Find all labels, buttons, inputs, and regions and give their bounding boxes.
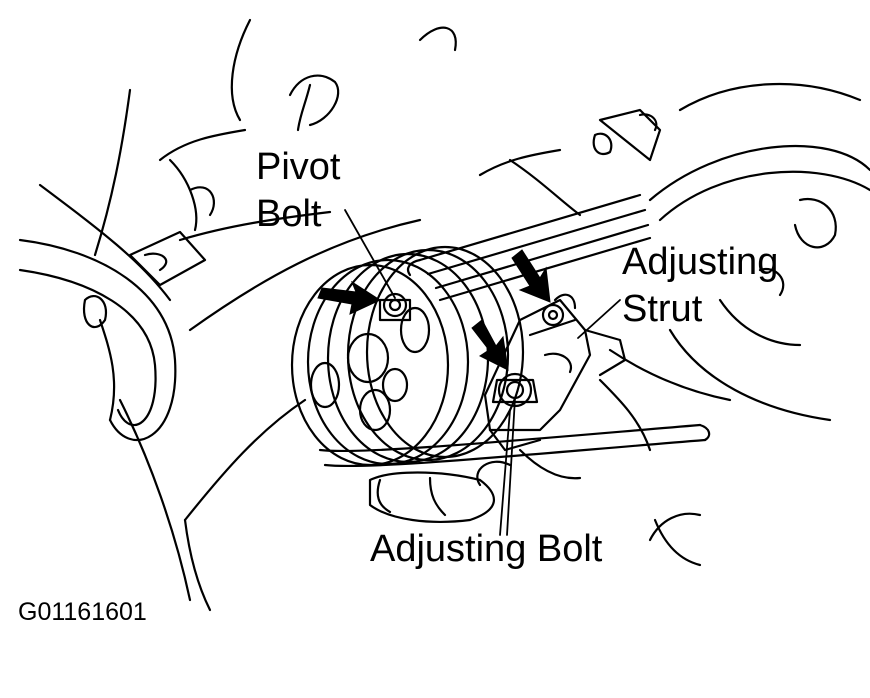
adjusting-bolt-leader-line	[506, 397, 516, 536]
engine-frame-curves	[118, 108, 702, 612]
leader-lines	[344, 209, 621, 536]
pivot-bolt-label-line1: Pivot	[256, 146, 341, 188]
pivot-leader-line	[344, 209, 396, 299]
adjusting-strut-label-line2: Strut	[622, 288, 703, 330]
strut-bolt-head	[541, 303, 565, 327]
adjusting-strut-bracket	[483, 293, 627, 452]
pump-body	[368, 448, 582, 523]
adjusting-bolt-leader-line-2	[499, 409, 511, 536]
adjusting-bolt-label: Adjusting Bolt	[370, 528, 603, 570]
strut-arrow	[511, 249, 551, 303]
pivot-arrow	[317, 280, 382, 315]
engine-block-left	[38, 18, 457, 302]
strut-leader-line	[577, 299, 621, 339]
adjusting-bolt-arrow	[471, 319, 509, 371]
right-housing	[608, 82, 870, 422]
lower-belt	[318, 423, 711, 468]
figure-id-label: G01161601	[18, 598, 147, 626]
pump-pulley	[290, 245, 525, 467]
hose-loop	[18, 238, 177, 441]
adjusting-strut-label-line1: Adjusting	[622, 241, 779, 283]
pivot-bolt-label-line2: Bolt	[256, 193, 322, 235]
mount-bracket-left	[82, 230, 207, 328]
